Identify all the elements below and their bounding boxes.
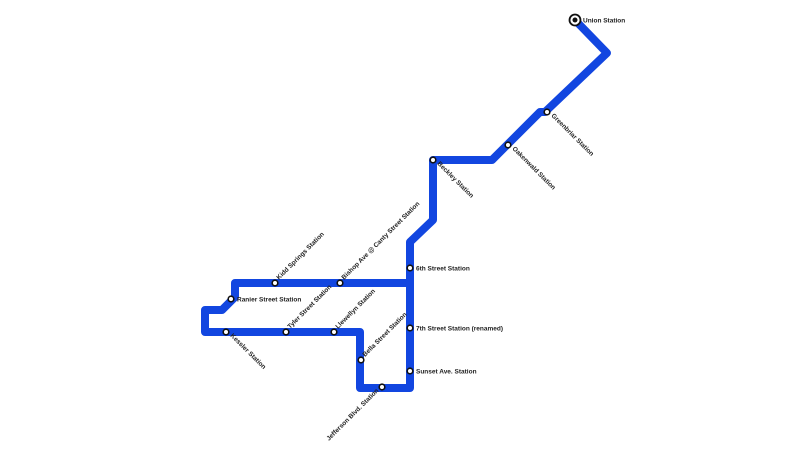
station-label: Tyler Street Station (286, 284, 333, 331)
station-label: Kidd Springs Station (275, 231, 325, 281)
station-llewellyn[interactable]: Llewellyn Station (330, 288, 377, 336)
station-tyler[interactable]: Tyler Street Station (282, 284, 333, 336)
station-marker (330, 328, 338, 336)
station-label: Jefferson Blvd. Station (325, 387, 380, 442)
station-marker (271, 279, 279, 287)
station-label: Oakenwald Station (511, 145, 557, 191)
station-marker (406, 367, 414, 375)
station-label: Llewellyn Station (334, 288, 377, 331)
station-label: Ranier Street Station (237, 297, 301, 304)
station-marker (543, 108, 551, 116)
station-label: Bella Street Station (361, 311, 408, 358)
station-marker (222, 328, 230, 336)
station-marker (406, 264, 414, 272)
station-label: Beckley Station (436, 160, 475, 199)
station-6th-street[interactable]: 6th Street Station (406, 264, 470, 273)
station-label: Greenbriar Station (550, 112, 595, 157)
station-kidd-springs[interactable]: Kidd Springs Station (271, 231, 326, 287)
station-marker (504, 141, 512, 149)
station-bella[interactable]: Bella Street Station (357, 311, 409, 364)
station-marker (282, 328, 290, 336)
station-jefferson[interactable]: Jefferson Blvd. Station (325, 383, 386, 442)
station-marker (406, 324, 414, 332)
station-oakenwald[interactable]: Oakenwald Station (504, 141, 557, 192)
station-sunset[interactable]: Sunset Ave. Station (406, 367, 477, 376)
station-marker (429, 156, 437, 164)
station-union[interactable]: Union Station (568, 13, 626, 27)
station-7th-street[interactable]: 7th Street Station (renamed) (406, 324, 503, 333)
station-marker (227, 295, 235, 303)
station-label: 6th Street Station (416, 266, 470, 273)
station-label: Sunset Ave. Station (416, 369, 477, 376)
station-ranier[interactable]: Ranier Street Station (227, 295, 301, 304)
station-label: Union Station (583, 18, 625, 25)
station-greenbriar[interactable]: Greenbriar Station (543, 108, 595, 158)
transit-line (201, 16, 611, 392)
station-label: 7th Street Station (renamed) (416, 326, 503, 333)
station-marker (357, 356, 365, 364)
terminus-dot (572, 17, 578, 23)
station-label: Kessler Station (229, 332, 267, 370)
station-marker (336, 279, 344, 287)
station-marker (378, 383, 386, 391)
